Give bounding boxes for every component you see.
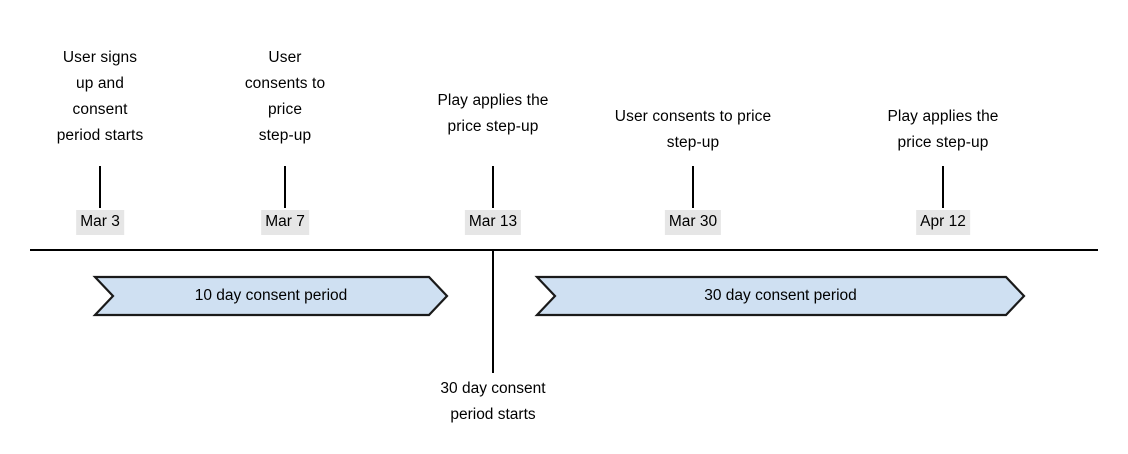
event-description: Play applies the price step-up xyxy=(437,92,549,135)
event-date-chip: Mar 3 xyxy=(76,210,124,235)
event-date-chip: Apr 12 xyxy=(916,210,970,235)
event-connector-line xyxy=(692,166,694,208)
note-connector-line xyxy=(492,251,494,373)
event-date-chip: Mar 30 xyxy=(664,210,722,235)
event-description: User consents to price step-up xyxy=(244,49,326,144)
event-description: User consents to price step-up xyxy=(614,108,772,151)
note-text: 30 day consent period starts xyxy=(440,380,546,423)
event-description: Play applies the price step-up xyxy=(887,108,999,151)
consent-period-banner-30-day[interactable]: 30 day consent period xyxy=(537,277,1024,315)
event-description: User signs up and consent period starts xyxy=(56,49,144,144)
chevron-shape-icon xyxy=(95,277,447,315)
event-date-chip: Mar 7 xyxy=(261,210,309,235)
event-connector-line xyxy=(284,166,286,208)
consent-period-banner-10-day[interactable]: 10 day consent period xyxy=(95,277,447,315)
chevron-shape-icon xyxy=(537,277,1024,315)
timeline-axis xyxy=(30,249,1098,251)
event-connector-line xyxy=(942,166,944,208)
event-date-chip: Mar 13 xyxy=(464,210,522,235)
event-connector-line xyxy=(99,166,101,208)
event-connector-line xyxy=(492,166,494,208)
